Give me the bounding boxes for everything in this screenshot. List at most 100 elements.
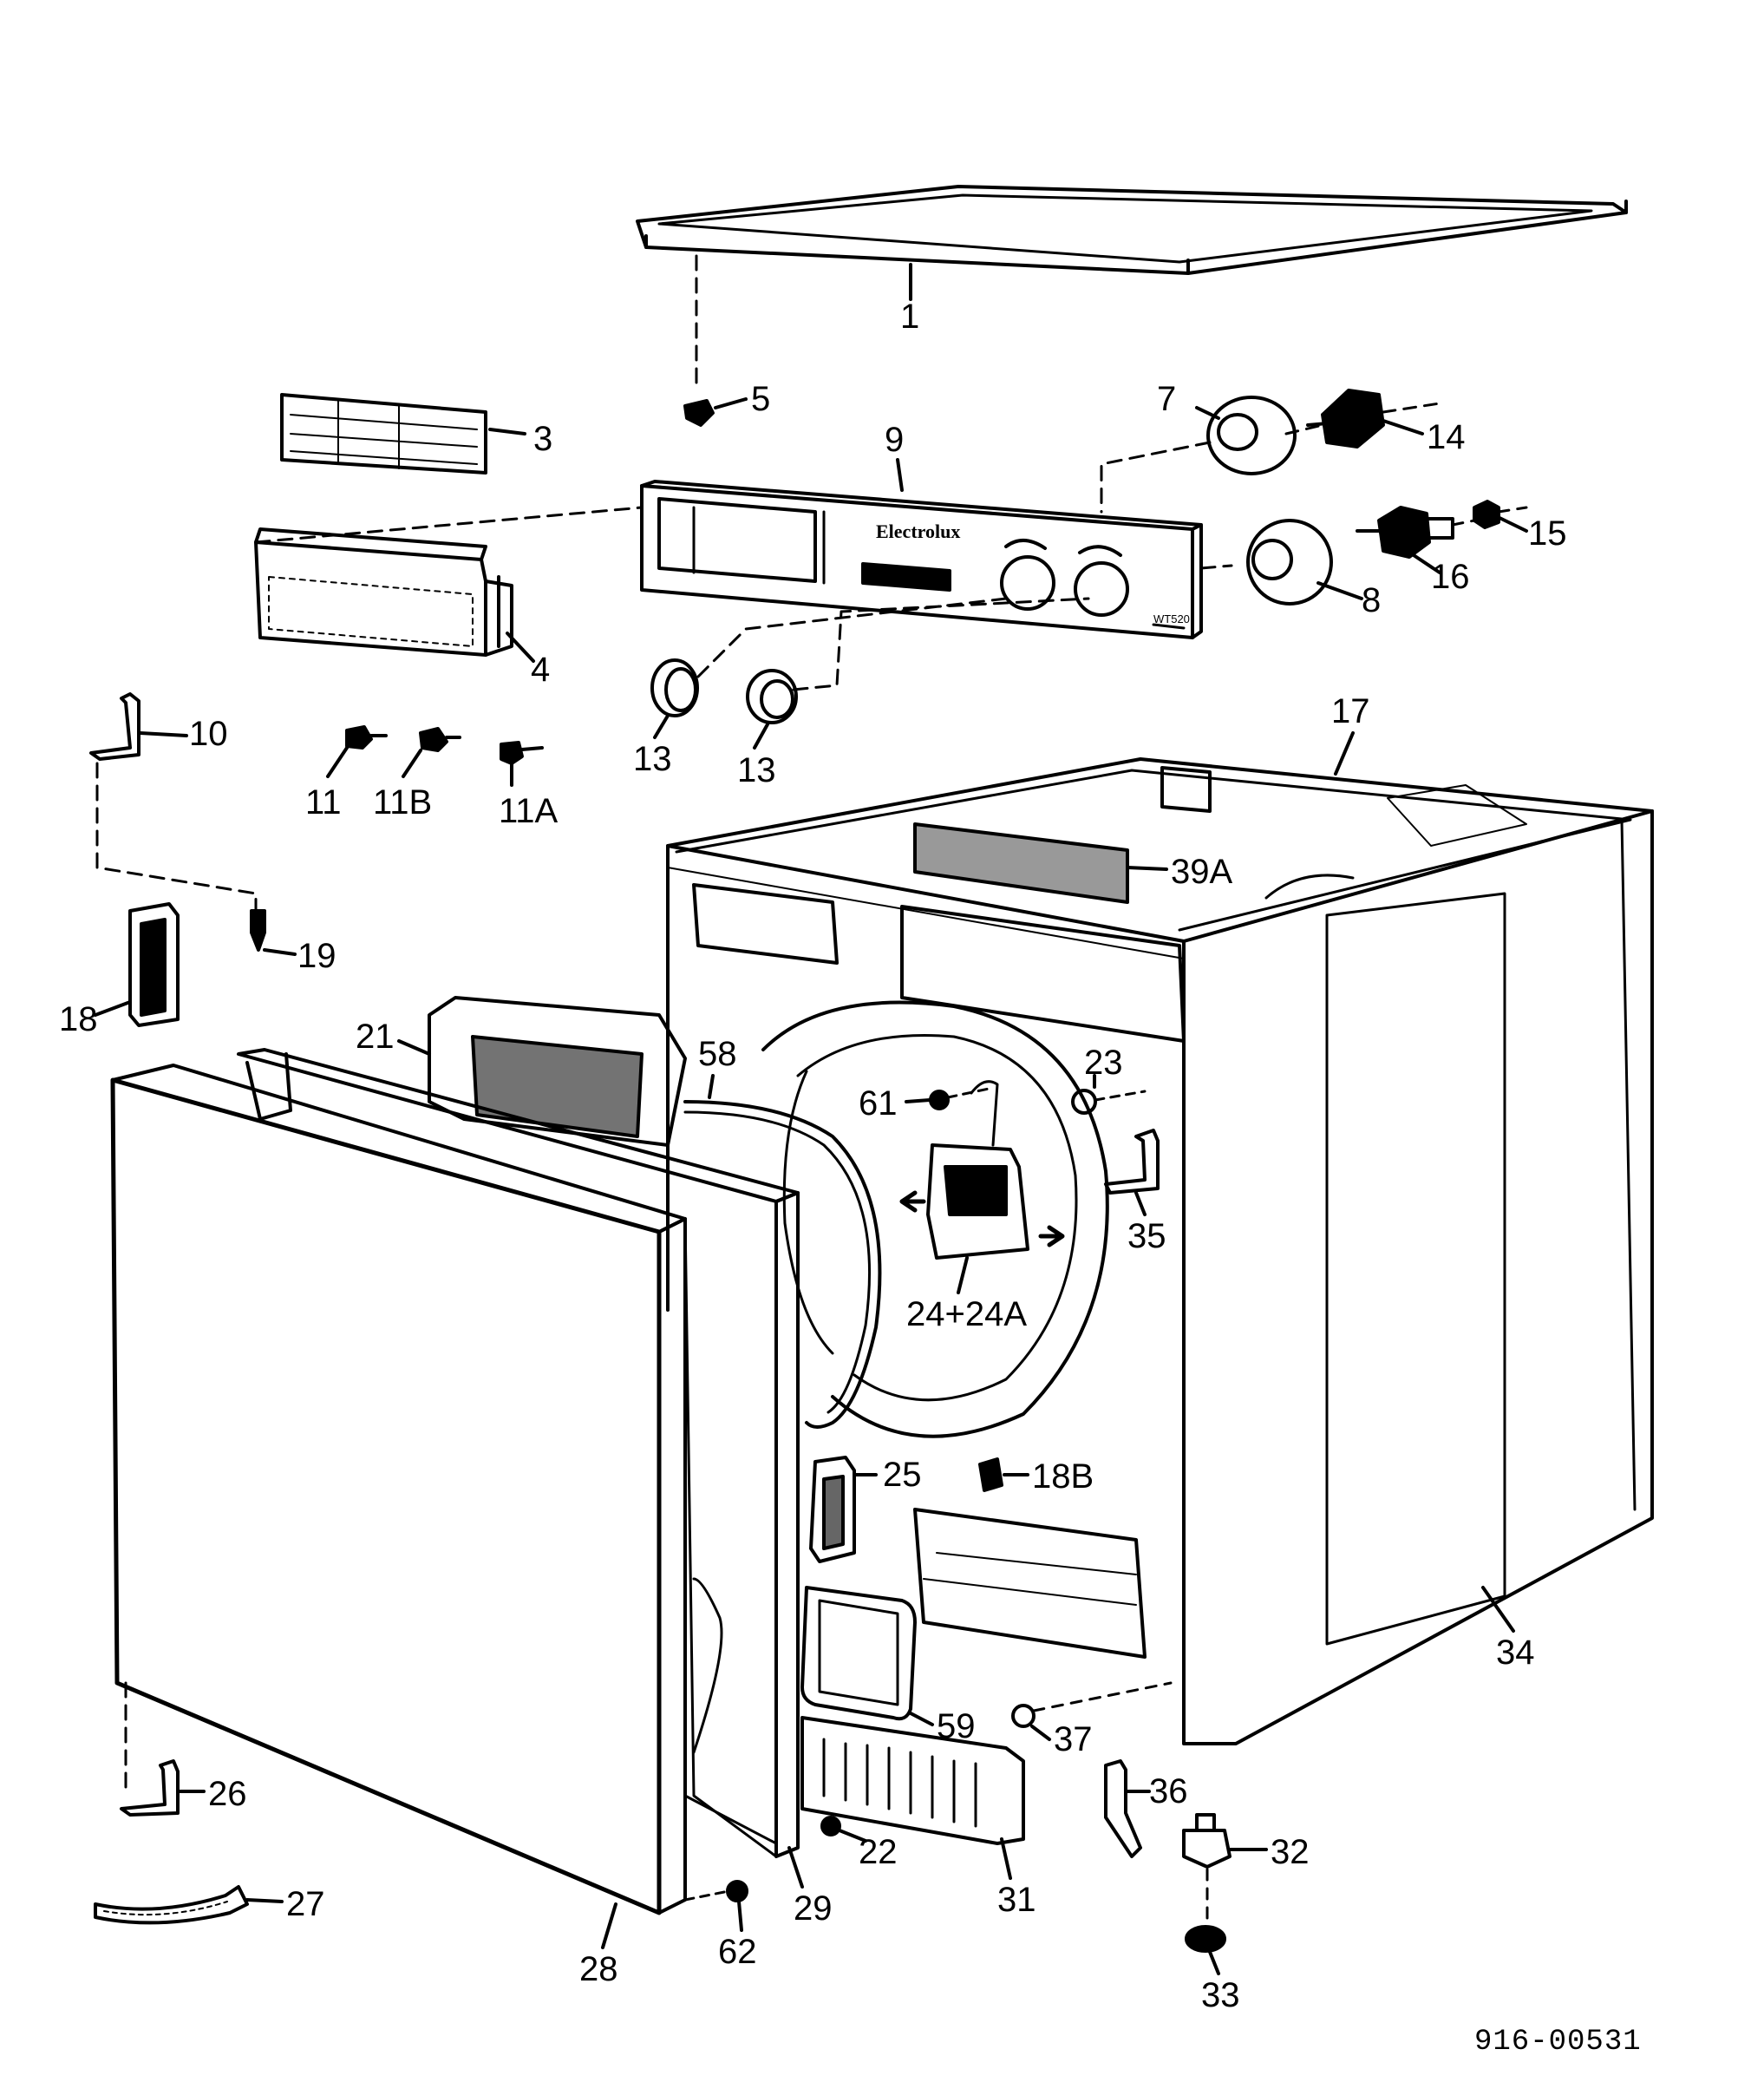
leader-9: [896, 458, 904, 492]
panel-brand: Electrolux: [876, 520, 960, 542]
leader-33: [1208, 1950, 1220, 1975]
dash-drawer: [254, 506, 644, 544]
part-18b: [978, 1457, 1003, 1492]
leader-28: [601, 1902, 617, 1949]
foot-pad-33: [1185, 1925, 1226, 1953]
label-part-14: 14: [1427, 418, 1466, 456]
label-part-25: 25: [883, 1456, 922, 1494]
leader-10: [139, 731, 188, 737]
label-part-11a: 11A: [499, 792, 559, 830]
label-part-10: 10: [189, 715, 228, 753]
door-lock-part: [899, 1080, 1065, 1260]
label-part-4: 4: [531, 651, 551, 689]
dispenser-drawer: [254, 527, 513, 657]
leader-17: [1334, 731, 1355, 776]
label-part-15: 15: [1528, 514, 1567, 553]
drum-opening: [761, 1000, 1109, 1438]
leader-8: [1316, 581, 1363, 600]
leader-13-left: [653, 714, 670, 739]
leader-37: [1030, 1725, 1051, 1741]
label-part-21: 21: [356, 1018, 395, 1056]
leader-5: [714, 397, 748, 409]
screw-part-37: [1011, 1681, 1173, 1728]
inner-door-frame: [237, 1048, 800, 1858]
leader-11b: [402, 749, 422, 778]
switch-part-16: [1356, 506, 1454, 559]
part-11b: [419, 727, 461, 752]
cable-part-27: [94, 1885, 249, 1925]
leader-59: [909, 1712, 934, 1726]
label-part-13-left: 13: [633, 740, 672, 778]
switch-part-15: [1473, 500, 1500, 529]
leader-39a: [1126, 866, 1168, 871]
label-part-27: 27: [286, 1885, 325, 1923]
dash-13: [696, 597, 1090, 691]
label-part-1: 1: [900, 298, 920, 336]
label-part-32: 32: [1271, 1833, 1310, 1871]
leader-19: [263, 948, 297, 956]
panel-model: WT520: [1153, 612, 1190, 625]
gasket-59: [800, 1586, 917, 1721]
label-part-11b: 11B: [373, 783, 433, 822]
label-part-34: 34: [1496, 1634, 1535, 1672]
leader-58: [708, 1074, 715, 1099]
label-part-59: 59: [937, 1707, 976, 1745]
label-part-35: 35: [1127, 1217, 1166, 1255]
door-handle-18: [128, 902, 180, 1027]
dash-knob7: [1100, 441, 1212, 514]
label-part-29: 29: [794, 1889, 833, 1928]
label-part-18b: 18B: [1032, 1457, 1094, 1496]
label-part-8: 8: [1362, 581, 1382, 619]
hinge-part-10: [89, 692, 140, 761]
screw-part-22: [820, 1816, 841, 1836]
label-part-3: 3: [533, 420, 553, 458]
leader-11: [326, 746, 349, 778]
leader-22: [838, 1829, 867, 1843]
knob-cap-13-left: [650, 658, 699, 717]
label-part-9: 9: [885, 421, 905, 459]
plinth-31: [800, 1716, 1025, 1845]
label-part-23: 23: [1084, 1044, 1123, 1082]
cabinet-body: [666, 757, 1654, 1745]
label-part-13-right: 13: [737, 751, 776, 789]
label-part-28: 28: [579, 1950, 618, 1988]
label-part-39a: 39A: [1171, 853, 1233, 891]
screw-part-61: [929, 1087, 990, 1110]
leader-29: [787, 1846, 804, 1889]
leader-18: [94, 1000, 132, 1017]
pin-part-19: [250, 909, 266, 952]
knob-part-8: [1246, 519, 1333, 606]
leader-31: [1000, 1837, 1012, 1880]
dash-knob8: [1199, 564, 1233, 570]
leader-34: [1481, 1586, 1515, 1633]
label-part-11: 11: [305, 783, 342, 822]
dash-14: [1284, 402, 1441, 435]
leader-16: [1412, 553, 1441, 574]
panel-insert: [280, 393, 487, 475]
label-part-33: 33: [1201, 1976, 1240, 2014]
drawing-reference-number: 916-00531: [1474, 2026, 1642, 2059]
hinge-part-26: [120, 1759, 180, 1817]
label-part-62: 62: [718, 1933, 757, 1971]
leader-4: [506, 632, 535, 663]
control-panel: [640, 480, 1203, 639]
dash-15: [1451, 506, 1528, 527]
label-part-24: 24+24A: [906, 1295, 1028, 1333]
leader-13-right: [753, 723, 769, 750]
lock-bracket-25: [809, 1456, 856, 1563]
leader-62: [737, 1900, 743, 1932]
label-part-61: 61: [859, 1084, 898, 1123]
clip-part: [683, 399, 715, 427]
leader-61: [905, 1098, 931, 1103]
dash-hinge-10: [95, 762, 258, 921]
top-cover: [636, 185, 1628, 275]
door-seal-58: [683, 1100, 882, 1429]
label-part-31: 31: [997, 1881, 1036, 1919]
leader-7: [1195, 406, 1220, 420]
filter-housing: [428, 996, 687, 1147]
label-part-7: 7: [1157, 380, 1177, 418]
leader-21: [397, 1039, 431, 1056]
leader-24: [957, 1256, 969, 1294]
label-part-17: 17: [1331, 692, 1370, 730]
